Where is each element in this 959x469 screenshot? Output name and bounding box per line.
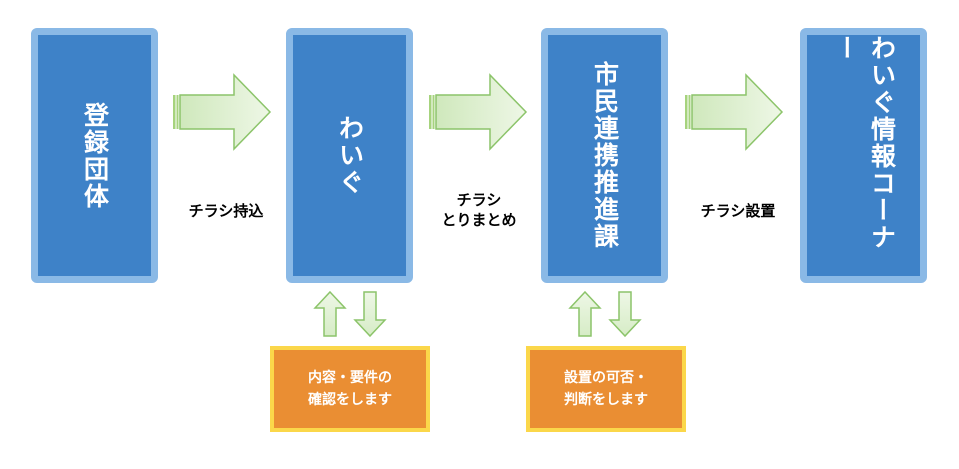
flow-arrow-right-icon: [429, 73, 528, 151]
arrow-label-compile-flyer: チラシ とりまとめ: [424, 190, 534, 230]
note-confirm-content: 内容・要件の 確認をします: [270, 346, 430, 432]
box-label: わいぐ: [335, 115, 365, 196]
arrow-down-icon: [353, 291, 387, 338]
note-line: 設置の可否・: [564, 370, 648, 386]
arrow-label-line: チラシ設置: [700, 202, 776, 220]
note-line: 確認をします: [308, 392, 392, 408]
arrow-up-icon: [568, 290, 602, 337]
arrow-label-bring-flyer: チラシ持込: [176, 201, 276, 221]
box-label: 市民連携推進課: [590, 61, 620, 250]
box-citizen-cooperation-division: 市民連携推進課: [541, 28, 668, 283]
box-waigu: わいぐ: [286, 28, 413, 283]
note-judge-placement: 設置の可否・ 判断をします: [526, 346, 686, 432]
box-waigu-info-corner: わいぐ情報コーナー: [800, 28, 927, 283]
arrow-up-icon: [313, 290, 347, 337]
flow-arrow-right-icon: [685, 73, 784, 151]
note-line: 判断をします: [564, 392, 648, 408]
arrow-down-icon: [608, 291, 642, 338]
box-registered-group: 登録団体: [31, 28, 158, 283]
arrow-label-place-flyer: チラシ設置: [683, 201, 793, 221]
box-label: わいぐ情報コーナー: [831, 35, 897, 251]
arrow-label-line: とりまとめ: [441, 211, 517, 229]
arrow-label-line: チラシ: [456, 191, 502, 209]
box-label: 登録団体: [80, 101, 110, 210]
flow-arrow-right-icon: [173, 73, 272, 151]
arrow-label-line: チラシ持込: [188, 202, 264, 220]
note-line: 内容・要件の: [308, 370, 392, 386]
